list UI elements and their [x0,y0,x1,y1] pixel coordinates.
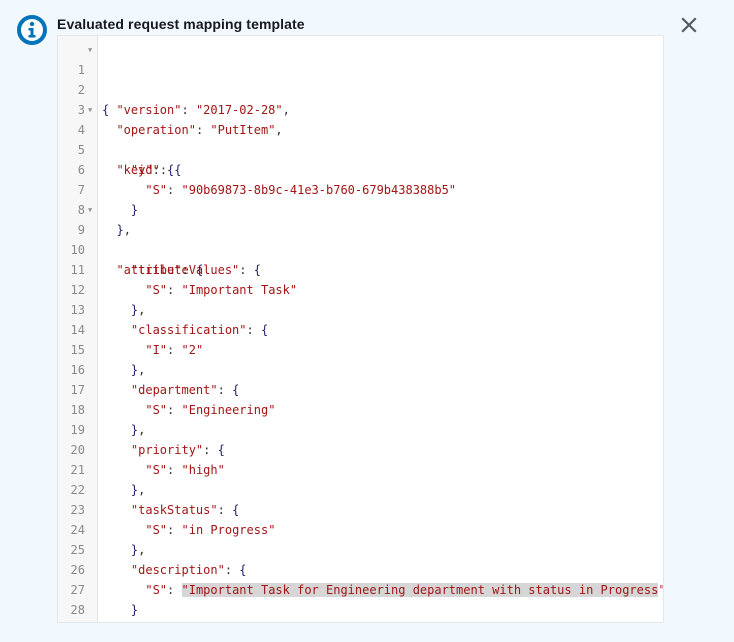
line-number: 26 [70,563,85,577]
close-button[interactable] [678,14,700,36]
line-number: 15 [70,343,85,357]
code-line: 15 }, [58,320,663,377]
code-line: 27 } [58,560,663,617]
code-line: 29 } [58,600,663,620]
line-number: 20 [70,443,85,457]
code-line: 25 "description": { [58,520,663,577]
line-number: 9 [77,223,85,237]
code-line: 10 "title": { [58,220,663,277]
selected-text[interactable]: "Important Task for Engineering departme… [181,583,659,597]
fold-toggle-icon[interactable]: ▼ [88,46,93,54]
code-line: 4 ▼ "key": { [58,100,663,177]
fold-toggle-icon[interactable]: ▼ [88,206,93,214]
code-line: 17 "S": "Engineering" [58,360,663,417]
code-line: 3 "operation": "PutItem", [58,80,663,137]
code-line: 21 }, [58,440,663,497]
line-number: 10 [70,243,85,257]
code-line: 5 "id": { [58,120,663,177]
code-line: 2 "version": "2017-02-28", [58,60,663,117]
line-number: 17 [70,383,85,397]
line-number: 29 [58,620,85,622]
code-line: 19 "priority": { [58,400,663,457]
code-line: 14 "I": "2" [58,300,663,357]
line-number: 11 [70,263,85,277]
code-line: 26 "S": "Important Task for Engineering … [58,540,663,597]
code-line: 23 "S": "in Progress" [58,480,663,537]
line-number: 18 [70,403,85,417]
code-line: 20 "S": "high" [58,420,663,477]
code-line: 28 } [58,580,663,617]
line-number: 16 [70,363,85,377]
line-number: 19 [70,423,85,437]
line-number: 5 [77,143,85,157]
line-number: 12 [70,283,85,297]
close-icon[interactable] [678,14,700,36]
line-number: 3 [77,103,85,117]
line-number: 25 [70,543,85,557]
code-line: 22 "taskStatus": { [58,460,663,517]
code-line: 16 "department": { [58,340,663,397]
line-number: 14 [70,323,85,337]
code-line: 13 "classification": { [58,280,663,337]
line-number: 13 [70,303,85,317]
code-line: 8 }, [58,180,663,237]
line-number: 8 [77,203,85,217]
line-number: 22 [70,483,85,497]
line-number-gutter [58,36,98,622]
dialog-title: Evaluated request mapping template [57,16,305,32]
line-number: 6 [77,163,85,177]
line-number: 21 [70,463,85,477]
line-number: 24 [70,523,85,537]
code-line: 7 } [58,160,663,217]
code-line: 6 "S": "90b69873-8b9c-41e3-b760-679b4383… [58,140,663,197]
code-line: 9 ▼ "attributeValues": { [58,200,663,277]
code-line: 24 }, [58,500,663,557]
line-number: 4 [77,123,85,137]
line-number: 27 [70,583,85,597]
line-number: 23 [70,503,85,517]
code-editor[interactable]: 1 ▼ { 2 "version": "2017-02-28", 3 "oper… [57,35,664,623]
code-line: 11 "S": "Important Task" [58,240,663,297]
line-number: 28 [70,603,85,617]
line-number: 1 [77,63,85,77]
info-icon [16,14,48,46]
line-number: 7 [77,183,85,197]
fold-toggle-icon[interactable]: ▼ [88,106,93,114]
code-line: 12 }, [58,260,663,317]
line-number: 2 [77,83,85,97]
code-lines: 1 ▼ { 2 "version": "2017-02-28", 3 "oper… [58,40,663,620]
code-line: 18 }, [58,380,663,437]
code-line: 1 ▼ { [58,40,663,117]
